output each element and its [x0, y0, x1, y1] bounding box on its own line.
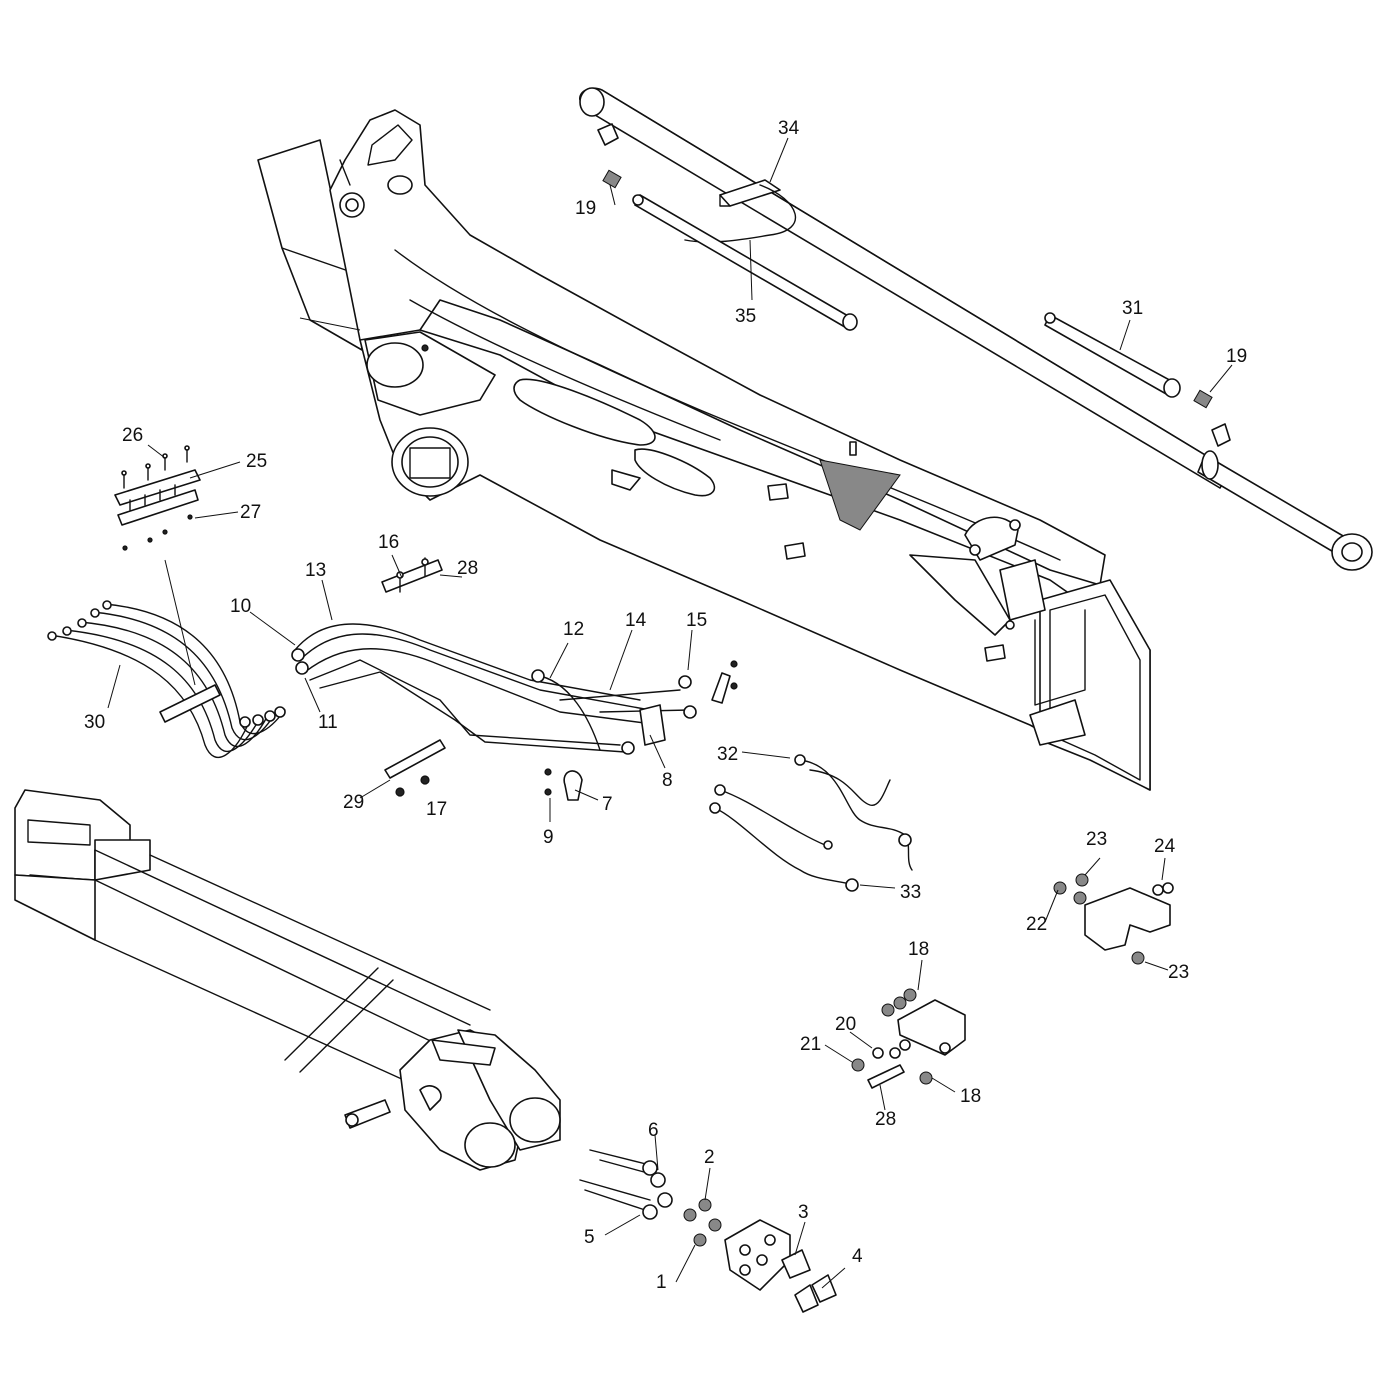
hoses-32-33	[709, 754, 913, 892]
callout-28-bottom: 28	[875, 1109, 896, 1130]
callout-1: 1	[656, 1272, 667, 1293]
callout-4: 4	[852, 1246, 863, 1267]
callout-18-top: 18	[908, 939, 929, 960]
callout-33: 33	[900, 882, 921, 903]
callout-11: 11	[318, 712, 338, 733]
callout-13: 13	[305, 560, 326, 581]
callout-29: 29	[343, 792, 364, 813]
callout-25: 25	[246, 451, 267, 472]
callout-31: 31	[1122, 298, 1143, 319]
dipper-arm	[14, 789, 561, 1171]
callout-32: 32	[717, 744, 738, 765]
callout-18-bottom: 18	[960, 1086, 981, 1107]
callouts: 34 19 35 31 19 26 25 27 16 28 13 10 11 3…	[84, 118, 1247, 1293]
hoses-5-6	[579, 1149, 673, 1220]
callout-28-top: 28	[457, 558, 478, 579]
valve-block-18-21	[851, 988, 966, 1089]
callout-19: 19	[575, 198, 596, 219]
callout-5: 5	[584, 1227, 595, 1248]
callout-26: 26	[122, 425, 143, 446]
callout-24: 24	[1154, 836, 1176, 857]
callout-12: 12	[563, 619, 584, 640]
hose-bundle-30	[47, 559, 286, 758]
callout-15: 15	[686, 610, 707, 631]
callout-22: 22	[1026, 914, 1047, 935]
callout-20: 20	[835, 1014, 856, 1035]
callout-17: 17	[426, 799, 447, 820]
callout-23-bottom: 23	[1168, 962, 1189, 983]
callout-21: 21	[800, 1034, 821, 1055]
manifold-block-1-4	[683, 1198, 837, 1313]
callout-34: 34	[778, 118, 800, 139]
callout-23-top: 23	[1086, 829, 1107, 850]
tube-35	[632, 194, 858, 331]
pipe-set	[291, 557, 738, 801]
valve-block-22-24	[1053, 873, 1174, 965]
fitting-19	[602, 169, 1231, 447]
callout-8: 8	[662, 770, 673, 791]
callout-6: 6	[648, 1120, 659, 1141]
callout-9: 9	[543, 827, 554, 848]
callout-3: 3	[798, 1202, 809, 1223]
callout-14: 14	[625, 610, 647, 631]
boom-cylinder	[579, 87, 1373, 571]
callout-35: 35	[735, 306, 756, 327]
callout-19-right: 19	[1226, 346, 1247, 367]
pipe-clamp	[114, 445, 201, 551]
callout-16: 16	[378, 532, 399, 553]
tube-31	[1044, 312, 1181, 398]
callout-2: 2	[704, 1147, 715, 1168]
main-boom	[257, 109, 1151, 791]
callout-10: 10	[230, 596, 251, 617]
callout-27: 27	[240, 502, 261, 523]
callout-7: 7	[602, 794, 613, 815]
callout-30: 30	[84, 712, 105, 733]
